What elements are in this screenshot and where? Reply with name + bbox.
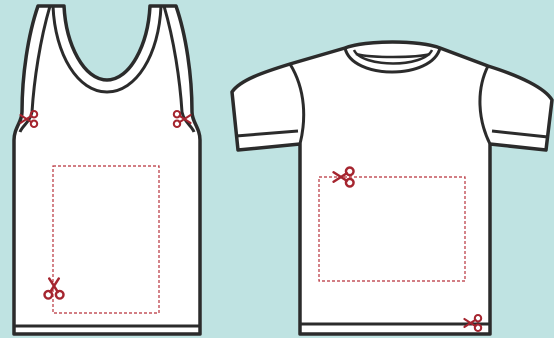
illustration-stage bbox=[0, 0, 554, 338]
garment-cutting-illustration bbox=[0, 0, 554, 338]
